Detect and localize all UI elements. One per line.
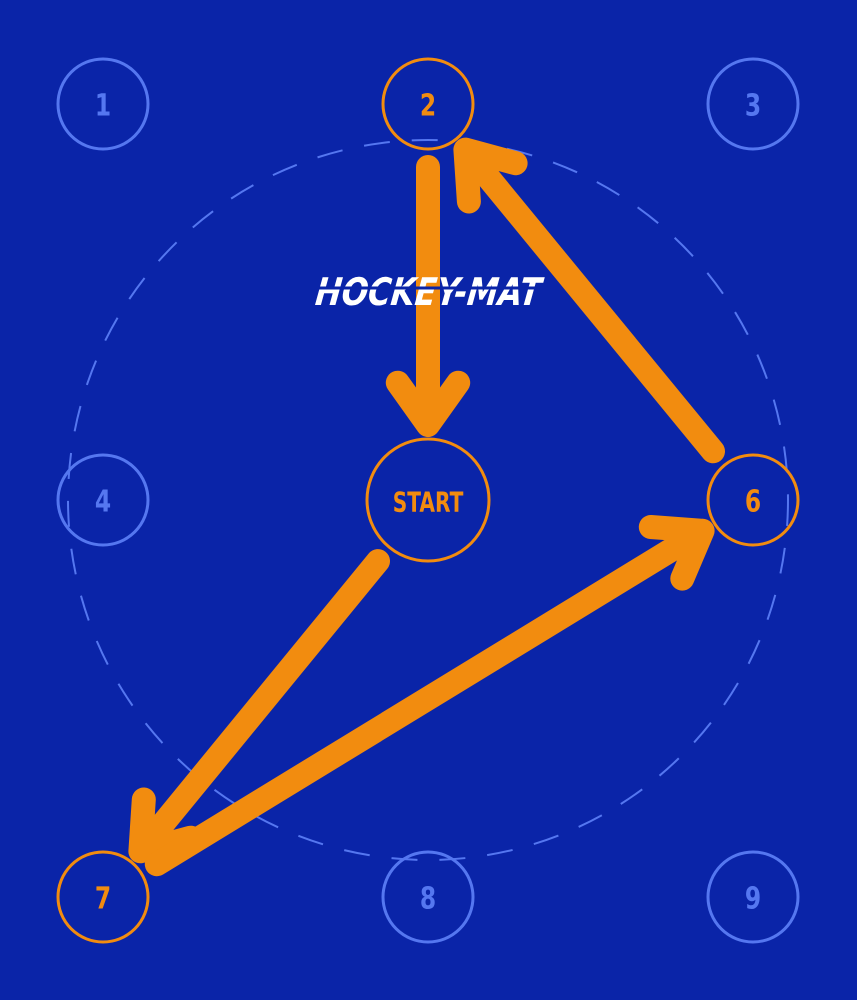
station-2: 2	[381, 57, 475, 151]
station-6-circle	[706, 453, 800, 547]
station-3-circle	[706, 57, 800, 151]
station-6-label: 6	[745, 485, 761, 520]
station-6: 6	[706, 453, 800, 547]
station-8: 8	[381, 850, 475, 944]
station-1-circle	[56, 57, 150, 151]
route-arrows	[128, 137, 725, 877]
station-2-label: 2	[420, 89, 436, 124]
station-3-label: 3	[745, 89, 761, 124]
station-2-circle	[381, 57, 475, 151]
station-7-label: 7	[95, 882, 111, 917]
station-3: 3	[706, 57, 800, 151]
station-4-circle	[56, 453, 150, 547]
station-4-label: 4	[95, 485, 111, 520]
station-8-circle	[381, 850, 475, 944]
station-1-label: 1	[95, 89, 111, 124]
arrow-7-to-6	[144, 515, 715, 877]
station-9-label: 9	[745, 882, 761, 917]
arrow-2-to-start	[385, 155, 471, 437]
station-7-circle	[56, 850, 150, 944]
dashed-guide-ring	[67, 139, 789, 861]
station-start-circle	[365, 437, 491, 563]
station-9: 9	[706, 850, 800, 944]
station-start-label: START	[393, 485, 464, 518]
logo-text: HOCKEY-MAT	[313, 271, 546, 315]
station-4: 4	[56, 453, 150, 547]
station-7: 7	[56, 850, 150, 944]
hockey-mat-logo: HOCKEY-MAT	[313, 271, 546, 315]
station-start: START	[365, 437, 491, 563]
arrow-6-to-2	[453, 137, 725, 464]
station-8-label: 8	[420, 882, 436, 917]
station-9-circle	[706, 850, 800, 944]
station-1: 1	[56, 57, 150, 151]
